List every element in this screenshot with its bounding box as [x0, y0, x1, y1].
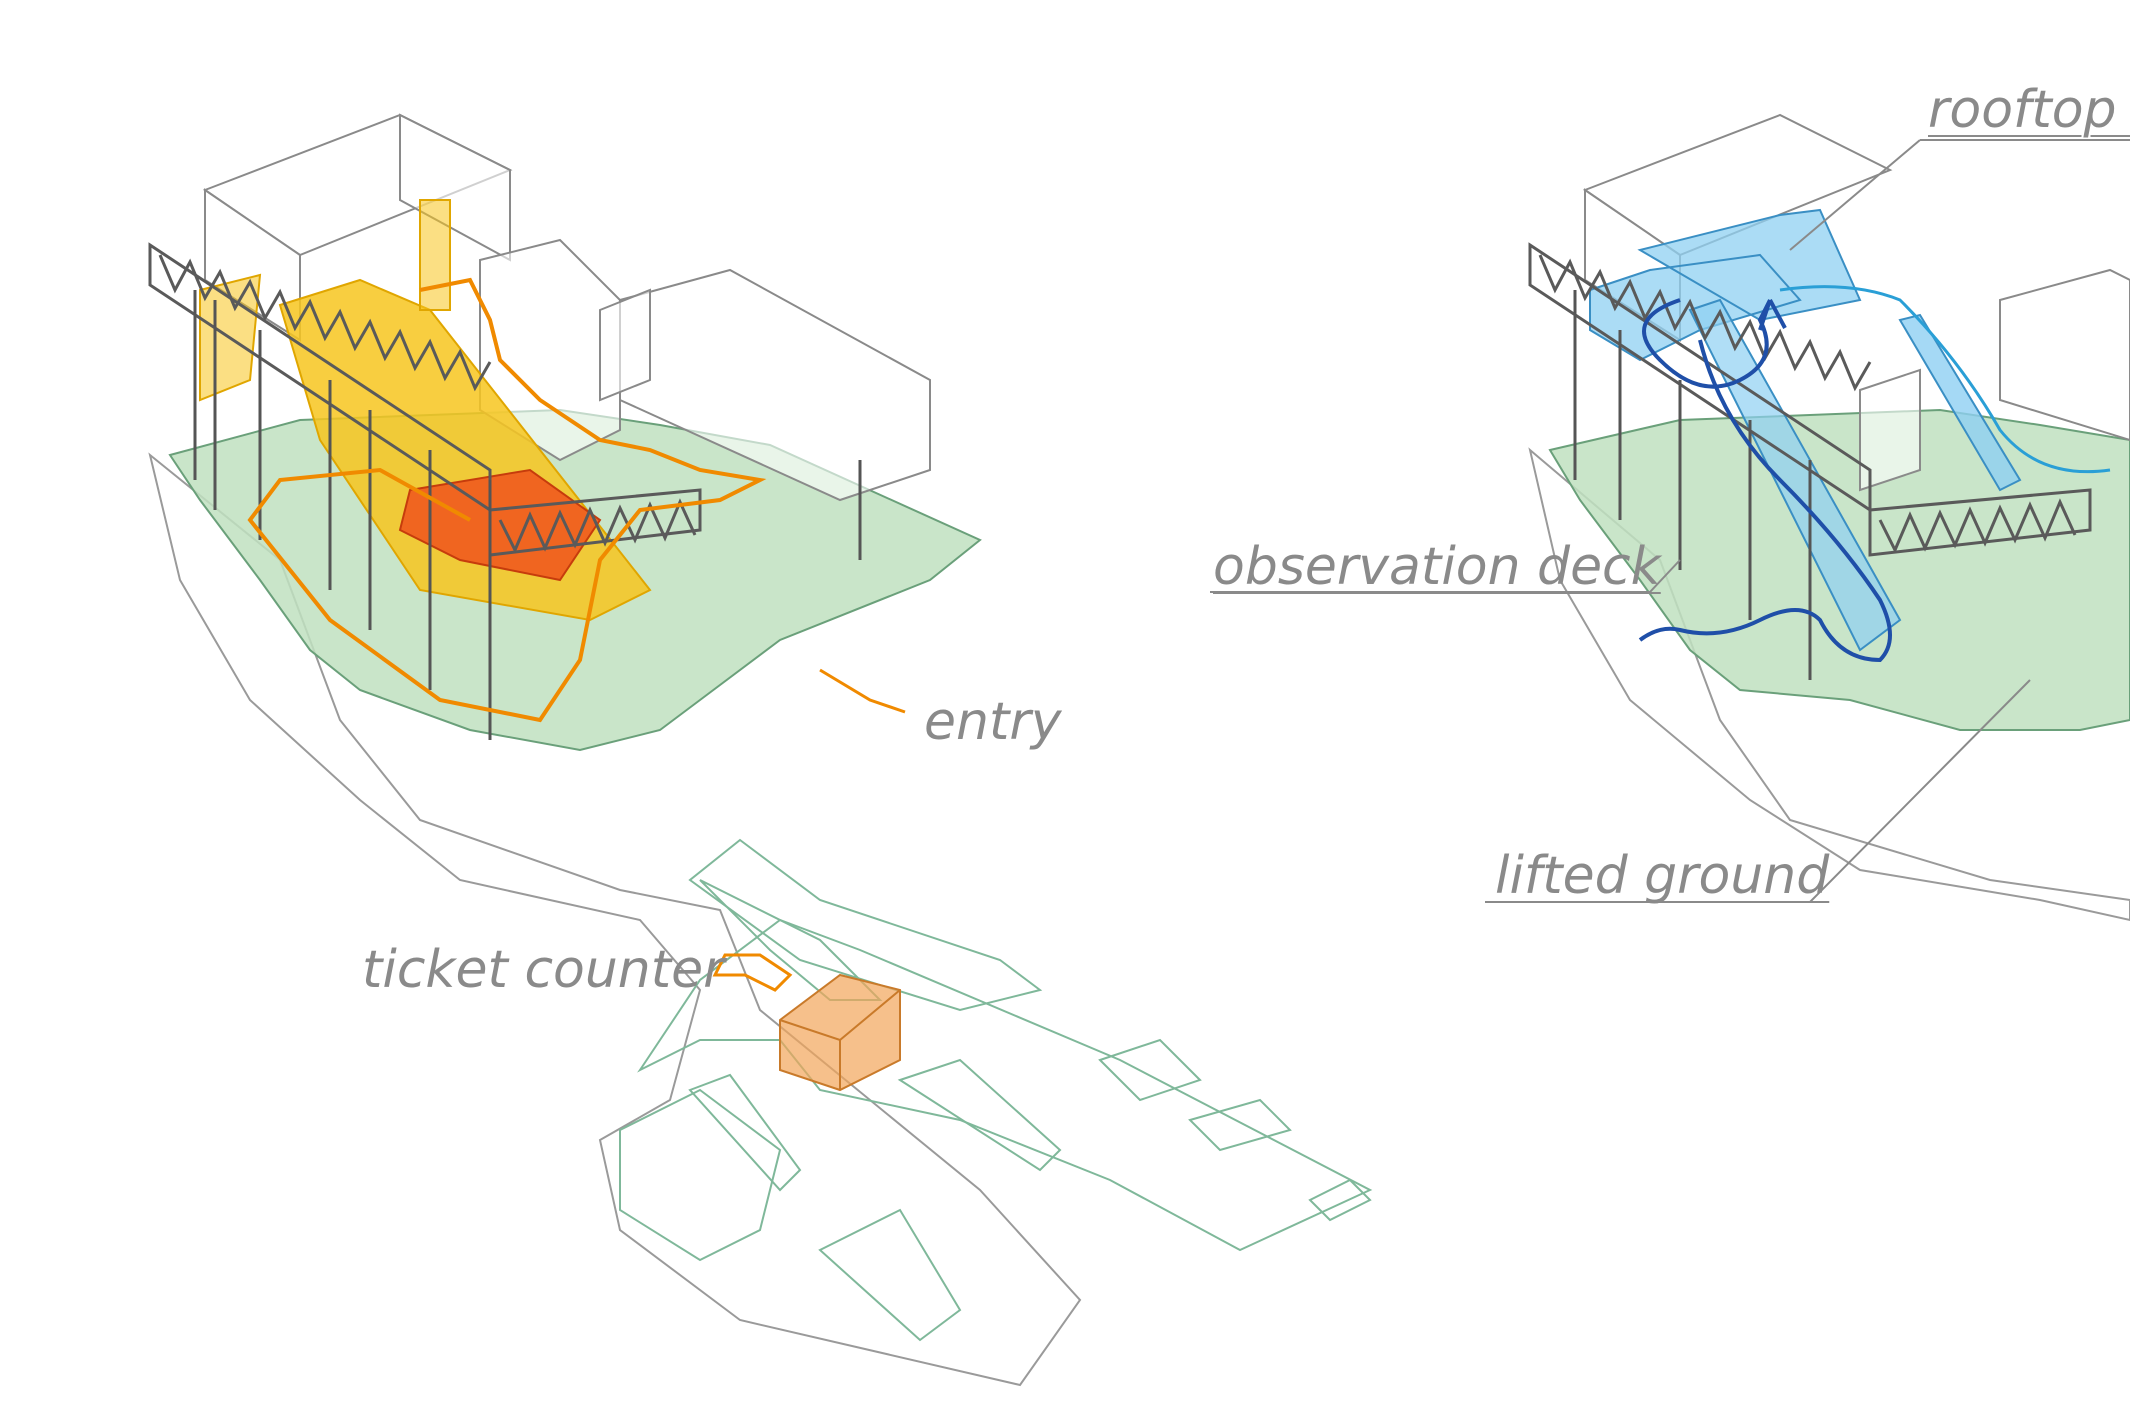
- entry-path: [247, 277, 767, 723]
- observation-deck-label: observation deck: [1213, 537, 1661, 597]
- entry-leader: [819, 668, 906, 714]
- entry-label: entry: [924, 692, 1062, 752]
- right-ground-outline: [1528, 447, 2130, 922]
- site-ground-outline: [148, 452, 1082, 1387]
- leader-lines: [1210, 139, 2130, 903]
- red-stair: [398, 468, 602, 582]
- building-volumes: [202, 113, 931, 502]
- blue-circulation-path: [1638, 298, 1892, 663]
- rooftop-circulation-path: [1779, 285, 2111, 474]
- yellow-tower: [199, 199, 451, 402]
- right-columns: [1573, 290, 1812, 680]
- ticket-counter-box: [779, 973, 901, 1092]
- ticket-counter-label: ticket counter: [362, 940, 725, 1000]
- ticket-arrow-icon: [712, 953, 793, 992]
- rooftop-label: rooftop d: [1928, 80, 2130, 140]
- right-axonometric: [1210, 113, 2130, 922]
- right-truss: [1528, 242, 2092, 557]
- lower-site: [619, 838, 1373, 1342]
- rooftop-ramp: [1898, 313, 2022, 492]
- lifted-ground-label: lifted ground: [1495, 846, 1830, 906]
- left-axonometric: [148, 113, 1373, 1387]
- observation-ramp: [1688, 298, 1902, 652]
